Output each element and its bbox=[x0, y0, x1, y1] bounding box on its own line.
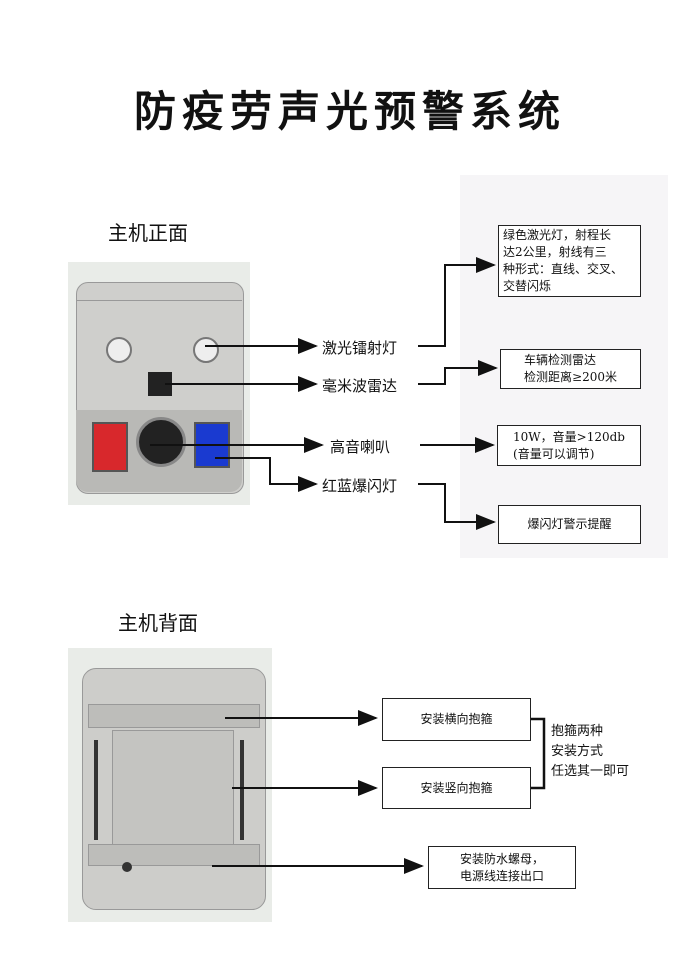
label-laser: 激光镭射灯 bbox=[322, 339, 398, 357]
front-heading: 主机正面 bbox=[108, 221, 188, 245]
label-strobe: 红蓝爆闪灯 bbox=[322, 477, 398, 495]
back-heading: 主机背面 bbox=[118, 611, 198, 635]
front-photo bbox=[68, 262, 250, 505]
laser-lens-right bbox=[193, 337, 219, 363]
arrow-laser-box bbox=[418, 257, 496, 347]
waterproof-nut-box: 安装防水螺母， 电源线连接出口 bbox=[428, 846, 576, 889]
installation-note: 抱箍两种 安装方式 任选其一即可 bbox=[551, 724, 630, 779]
strobe-description-box: 爆闪灯警示提醒 bbox=[498, 505, 641, 544]
horizontal-bracket bbox=[88, 704, 260, 728]
arrow-strobe bbox=[215, 457, 318, 492]
speaker-description-box: 10W，音量>120db (音量可以调节) bbox=[497, 425, 641, 466]
label-speaker: 高音喇叭 bbox=[330, 438, 391, 456]
page-title: 防疫劳声光预警系统 bbox=[133, 87, 566, 136]
bracket-line bbox=[531, 717, 546, 790]
waterproof-nut bbox=[122, 862, 132, 872]
label-radar: 毫米波雷达 bbox=[322, 377, 398, 395]
back-plate bbox=[112, 730, 234, 852]
vertical-hoop-box: 安装竖向抱箍 bbox=[382, 767, 531, 809]
arrow-strobe-box bbox=[418, 483, 496, 530]
laser-lens-left bbox=[106, 337, 132, 363]
horizontal-hoop-box: 安装横向抱箍 bbox=[382, 698, 531, 741]
red-strobe-light bbox=[92, 422, 128, 472]
arrow-radar-box bbox=[418, 360, 498, 385]
speaker bbox=[136, 417, 186, 467]
laser-description-box: 绿色激光灯，射程长 达2公里，射线有三 种形式：直线、交叉、 交替闪烁 bbox=[498, 225, 641, 297]
radar-description-box: 车辆检测雷达 检测距离≥200米 bbox=[500, 349, 641, 389]
